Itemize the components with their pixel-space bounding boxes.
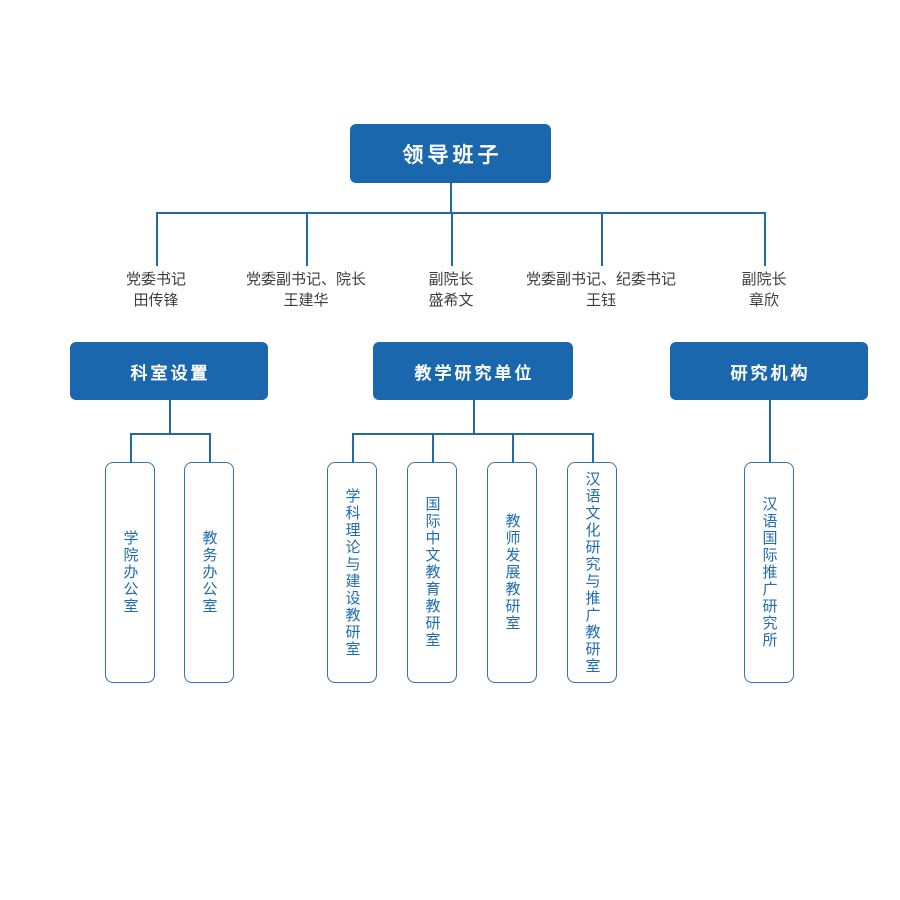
leader-name: 田传锋 bbox=[133, 291, 179, 309]
root-node-label: 领导班子 bbox=[402, 142, 503, 167]
connector-section2-stem bbox=[473, 400, 475, 433]
leader-name: 王建华 bbox=[283, 291, 329, 309]
unit-node-academic-affairs-office: 教务办公室 bbox=[184, 462, 234, 683]
unit-node-teacher-development: 教师发展教研室 bbox=[487, 462, 537, 683]
leader-entry: 党委副书记、院长 王建华 bbox=[246, 269, 366, 311]
section-node-research-institutes: 研究机构 bbox=[670, 342, 868, 400]
leader-entry: 党委书记 田传锋 bbox=[126, 269, 186, 311]
connector-section1-drop-2 bbox=[209, 433, 211, 462]
unit-label: 学院办公室 bbox=[121, 530, 140, 615]
connector-leaders-rail bbox=[156, 212, 765, 214]
unit-label: 学科理论与建设教研室 bbox=[343, 487, 362, 658]
leader-title: 党委副书记、院长 bbox=[245, 270, 367, 288]
unit-node-international-chinese-education: 国际中文教育教研室 bbox=[407, 462, 457, 683]
connector-root-stem bbox=[450, 183, 452, 212]
leader-name: 章欣 bbox=[748, 291, 780, 309]
connector-section2-drop-2 bbox=[432, 433, 434, 462]
connector-section3-stem bbox=[769, 400, 771, 462]
connector-section2-rail bbox=[352, 433, 593, 435]
leader-title: 副院长 bbox=[428, 270, 474, 288]
unit-label: 汉语文化研究与推广教研室 bbox=[583, 470, 602, 675]
unit-label: 教务办公室 bbox=[200, 530, 219, 615]
unit-node-chinese-international-promotion-institute: 汉语国际推广研究所 bbox=[744, 462, 794, 683]
connector-section1-stem bbox=[169, 400, 171, 433]
connector-section1-rail bbox=[130, 433, 210, 435]
connector-leader-drop-4 bbox=[601, 212, 603, 266]
leader-title: 党委副书记、纪委书记 bbox=[525, 270, 677, 288]
connector-leader-drop-1 bbox=[156, 212, 158, 266]
unit-node-college-office: 学院办公室 bbox=[105, 462, 155, 683]
connector-leader-drop-5 bbox=[764, 212, 766, 266]
section-node-teaching-research-units: 教学研究单位 bbox=[373, 342, 573, 400]
unit-node-chinese-culture-research-promotion: 汉语文化研究与推广教研室 bbox=[567, 462, 617, 683]
connector-leader-drop-3 bbox=[451, 212, 453, 266]
section-node-offices: 科室设置 bbox=[70, 342, 268, 400]
leader-entry: 党委副书记、纪委书记 王钰 bbox=[526, 269, 676, 311]
leader-title: 副院长 bbox=[741, 270, 787, 288]
section-label: 研究机构 bbox=[730, 363, 811, 384]
unit-label: 国际中文教育教研室 bbox=[423, 496, 442, 649]
unit-label: 汉语国际推广研究所 bbox=[760, 496, 779, 649]
connector-leader-drop-2 bbox=[306, 212, 308, 266]
connector-section2-drop-3 bbox=[512, 433, 514, 462]
connector-section1-drop-1 bbox=[130, 433, 132, 462]
leader-entry: 副院长 章欣 bbox=[741, 269, 786, 311]
leader-title: 党委书记 bbox=[125, 270, 187, 288]
section-label: 科室设置 bbox=[130, 363, 211, 384]
unit-node-discipline-theory-construction: 学科理论与建设教研室 bbox=[327, 462, 377, 683]
leader-entry: 副院长 盛希文 bbox=[428, 269, 473, 311]
section-label: 教学研究单位 bbox=[414, 363, 535, 384]
connector-section2-drop-4 bbox=[592, 433, 594, 462]
connector-section2-drop-1 bbox=[352, 433, 354, 462]
leader-name: 盛希文 bbox=[428, 291, 474, 309]
root-node-leadership: 领导班子 bbox=[350, 124, 551, 183]
unit-label: 教师发展教研室 bbox=[503, 513, 522, 632]
leader-name: 王钰 bbox=[585, 291, 617, 309]
